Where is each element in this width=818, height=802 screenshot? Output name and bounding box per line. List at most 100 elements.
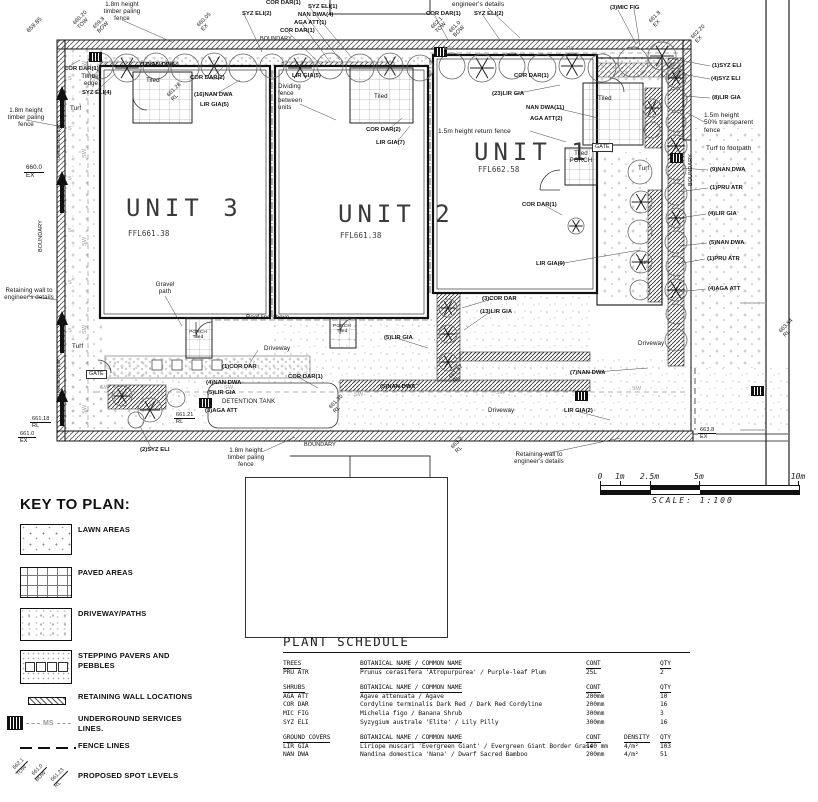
detail-box [245, 455, 448, 638]
plan-label: (2)SYZ ELI [140, 447, 170, 453]
plan-label: (1)PRU ATR [707, 256, 740, 262]
plan-label: S [68, 126, 72, 132]
shrub-symbol-ray [208, 56, 220, 76]
plant-symbol [643, 121, 661, 139]
plan-label: S [68, 76, 72, 82]
plan-label: Driveway [638, 340, 665, 347]
plan-label: 1.8m height timber paling fence [7, 107, 45, 128]
shrub-symbol [642, 98, 662, 118]
schedule-cell: 300mm [586, 709, 605, 717]
plan-label: 663.54 RL [778, 317, 795, 339]
plan-label: AGA ATT(1) [294, 20, 327, 26]
plant-symbol [664, 182, 688, 206]
plan-label: NAN DWA(11) [526, 105, 565, 111]
key-swatch-retaining [28, 697, 66, 705]
scale-tick-label: 0 [597, 472, 603, 481]
schedule-cell: Agave attenuata / Agave [360, 692, 444, 700]
schedule-cell: 16 [660, 718, 668, 726]
plan-label: 663.2 RL [450, 435, 465, 455]
plan-label: (3)MIC FIG [610, 5, 640, 11]
schedule-cell: DENSITY [624, 734, 650, 743]
scale-tick-label: 5m [694, 472, 704, 481]
plan-label: (23)LIR GIA [492, 91, 525, 97]
service-pit-icon [7, 716, 23, 730]
plan-label: UNIT 1 [474, 138, 591, 166]
schedule-cell: SHRUBS [283, 684, 305, 693]
shrub-symbol-ray [384, 56, 396, 76]
plan-label: (4)SYZ ELI [711, 76, 741, 82]
door-arcs [97, 77, 625, 374]
plan-label: SYZ ELI(2) [474, 11, 504, 17]
shrub-symbol-ray [670, 137, 682, 155]
plan-label: 1.8m height timber paling fence [227, 447, 265, 468]
schedule-cell: 200mm [586, 751, 605, 759]
plant-symbol [406, 54, 434, 82]
plan-label: Turf [70, 105, 82, 112]
schedule-cell: NAN DWA [283, 751, 309, 759]
schedule-cell: 25L [586, 668, 597, 676]
plan-label: 661.30 RL [328, 393, 345, 415]
scale-tick-mark [798, 481, 799, 485]
shrub-symbol-ray [293, 57, 307, 79]
plan-label: (5)LIR GIA [207, 390, 236, 396]
schedule-cell: 2 [660, 668, 664, 676]
plan-label: SW [82, 148, 88, 158]
plan-label: Tiled [598, 95, 612, 102]
plan-label: Timber edge [81, 73, 101, 87]
schedule-cell: 4/m² [624, 751, 639, 759]
key-item-label: FENCE LINES [78, 741, 130, 750]
plan-label: (4)AGA ATT [708, 286, 741, 292]
plan-label: (3)COR DAR [482, 296, 517, 302]
plant-symbol [664, 88, 688, 112]
plan-label: MS [566, 46, 575, 52]
shrub-symbol [665, 207, 687, 229]
schedule-cell: BOTANICAL NAME / COMMON NAME [360, 660, 462, 669]
plan-label: UNIT 2 [338, 200, 455, 228]
plan-label: LIR GIA(5) [292, 73, 321, 79]
unit-outlines [98, 53, 663, 320]
plant-schedule-title: PLANT SCHEDULE [283, 634, 410, 649]
plan-label: (5)NAN DWA [709, 240, 745, 246]
plan-label: (5)LIR GIA [384, 335, 413, 341]
shrub-symbol [629, 250, 653, 274]
schedule-cell: QTY [660, 660, 671, 669]
plan-label: (1)PRU ATR [710, 185, 743, 191]
plant-symbol [127, 411, 145, 429]
plan-label: Turf to footpath [706, 145, 752, 152]
plan-label: (16)NAN DWA [194, 92, 233, 98]
plan-label: Retaining wall to engineer's details [4, 287, 54, 301]
scale-tick-mark [619, 481, 621, 485]
plan-label: AGA ATT(2) [530, 116, 563, 122]
schedule-cell: 300mm [586, 718, 605, 726]
plant-symbol [665, 255, 687, 277]
shrub-symbol-ray [443, 301, 453, 315]
plan-label: SYZ ELI(2) [242, 11, 272, 17]
shrub-symbol [664, 278, 688, 302]
scale-bar-segments [600, 485, 800, 495]
retaining-walls [56, 39, 788, 442]
plant-symbol [498, 52, 526, 80]
paver-swatch-square [58, 662, 68, 672]
scale-tick-mark [649, 481, 651, 485]
plan-label: 1.5m height return fence [438, 128, 511, 135]
plan-label: 1.8m height timber paling fence [103, 1, 141, 22]
key-swatch-lawn [20, 524, 72, 555]
plan-label: (9)NAN DWA [710, 167, 746, 173]
plan-label: DETENTION TANK [222, 399, 276, 405]
schedule-cell: 140 mm [586, 742, 608, 750]
scale-segment [650, 490, 701, 494]
schedule-cell: 200mm [586, 701, 605, 709]
plan-label: SYZ ELI(4) [82, 90, 112, 96]
leader-lines [25, 7, 711, 456]
plan-label: LIR GIA(9) [536, 261, 565, 267]
plan-label: FFL661.38 [128, 229, 170, 238]
scale-tick-mark [600, 481, 601, 485]
